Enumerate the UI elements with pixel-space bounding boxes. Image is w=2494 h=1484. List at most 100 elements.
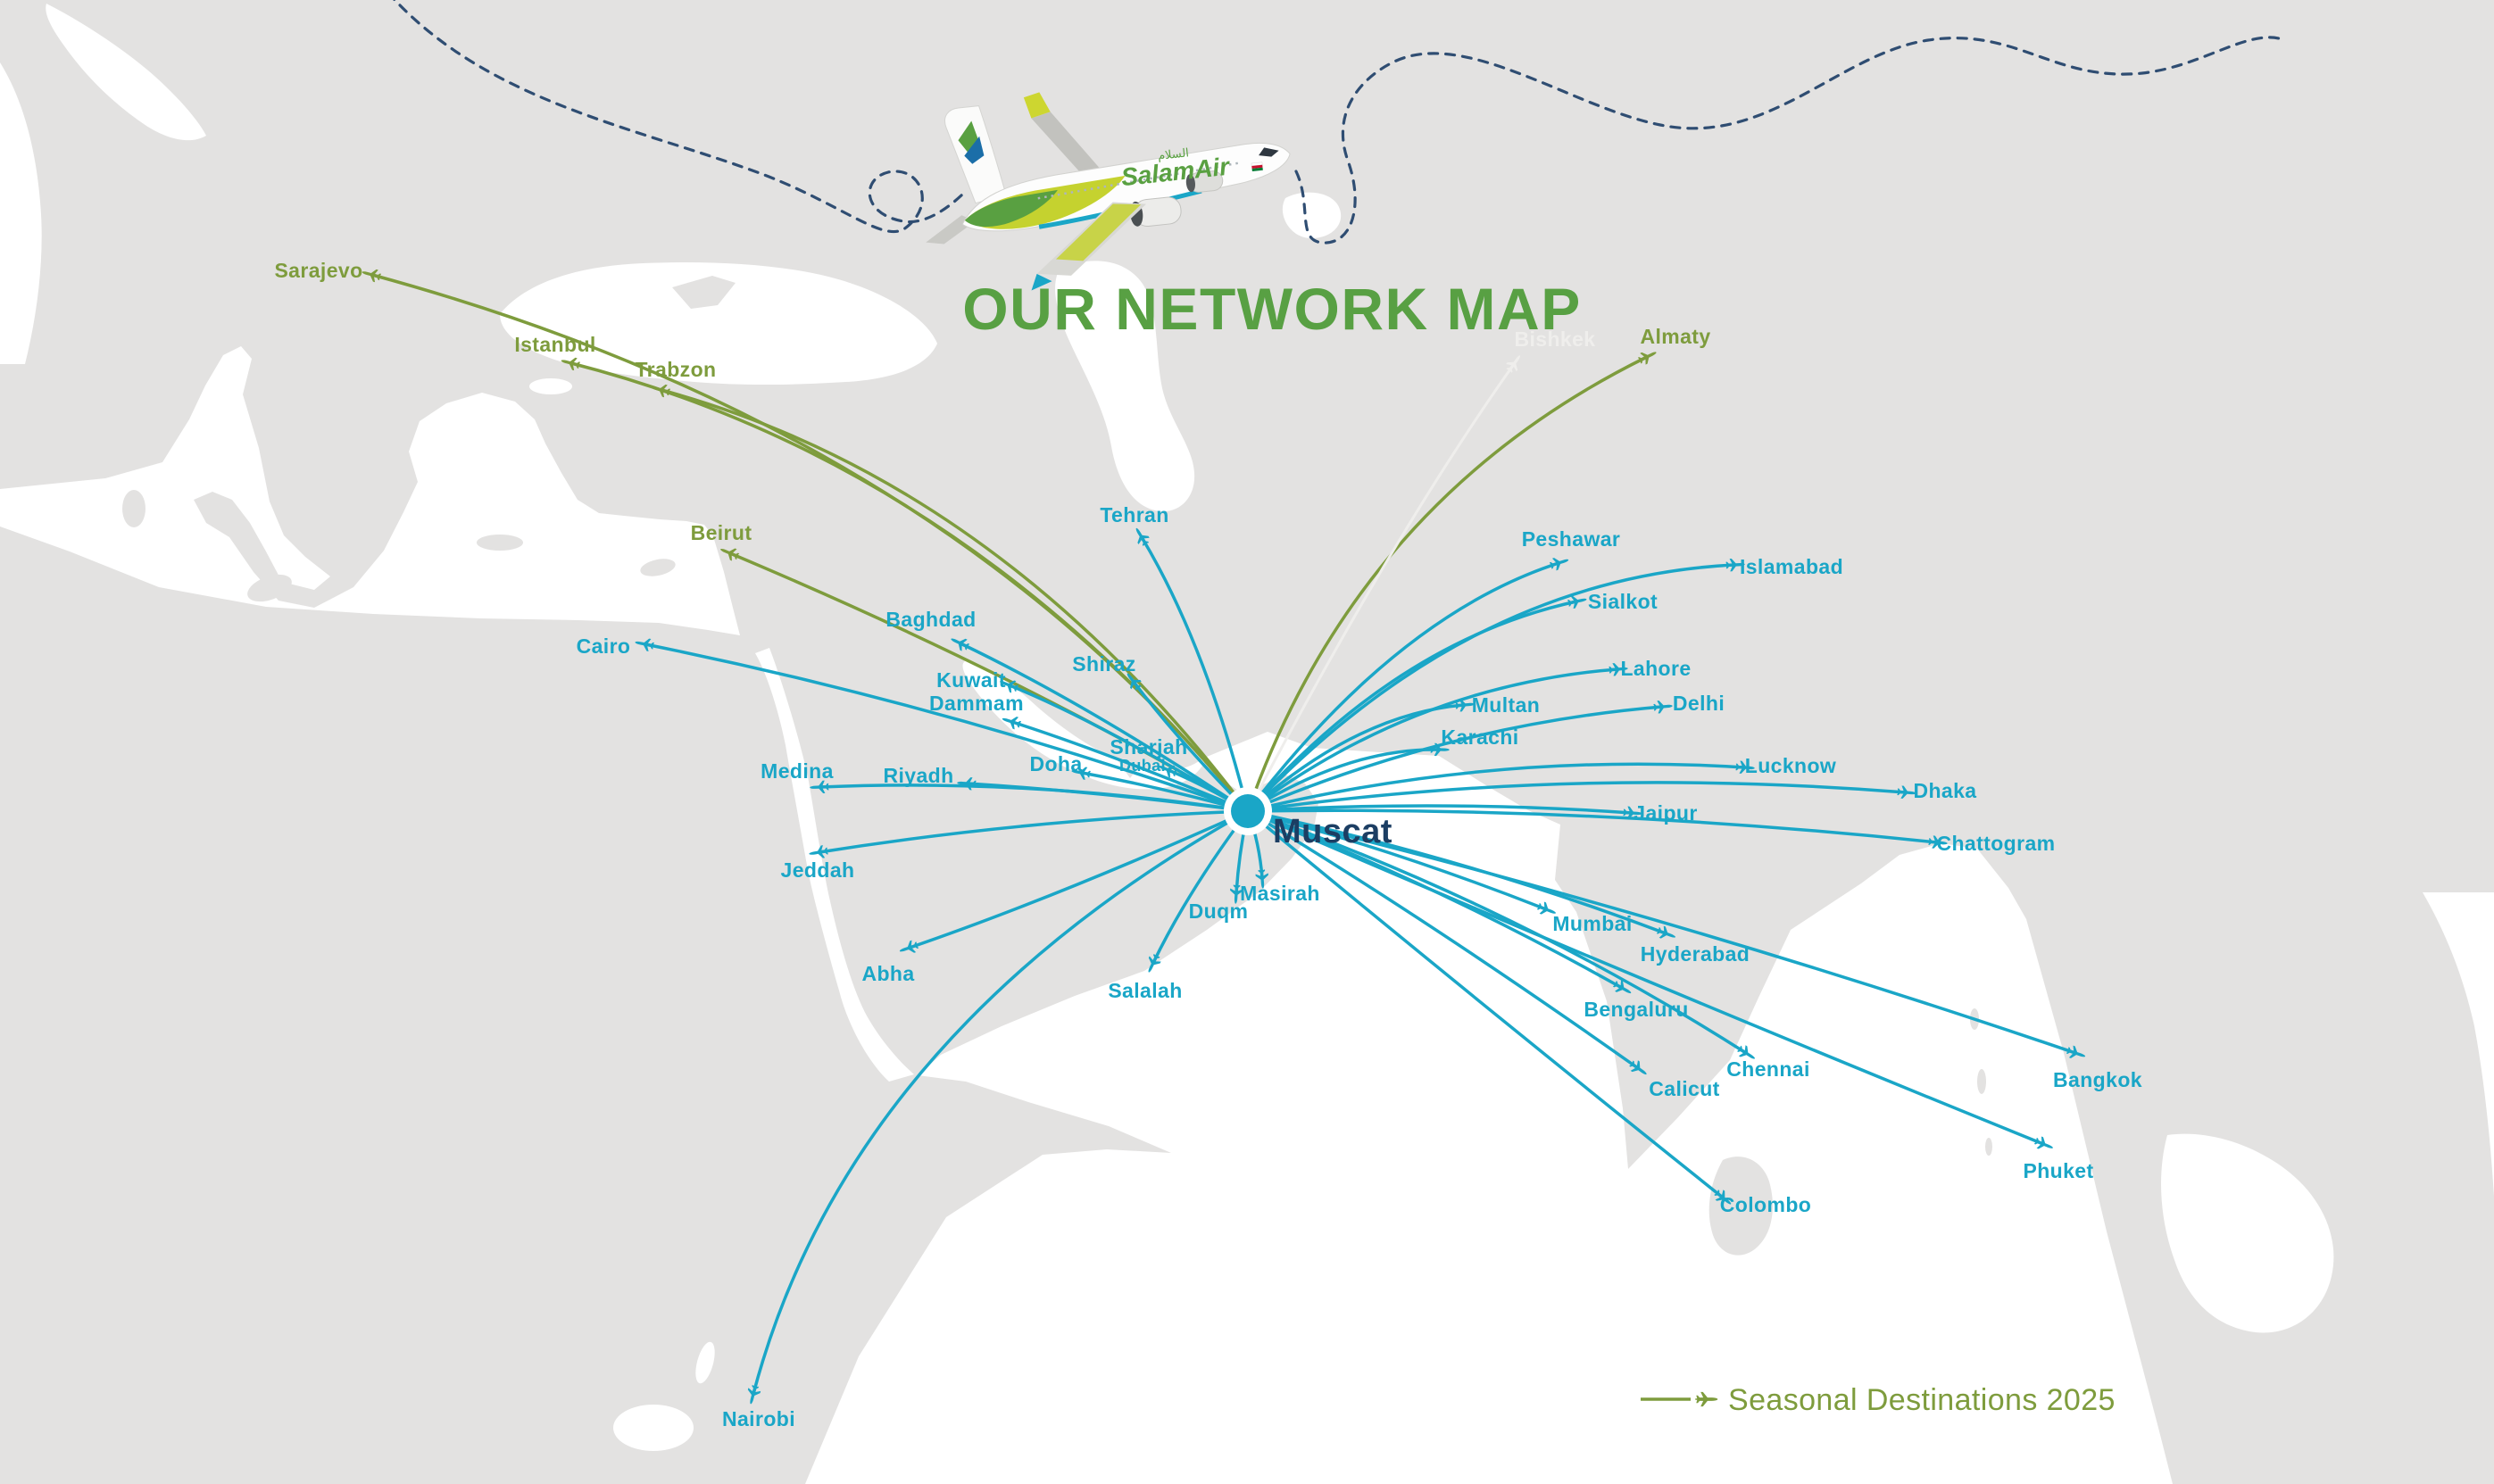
destination-label-salalah: Salalah [1108, 979, 1182, 1002]
plane-near-winglet [1031, 273, 1052, 291]
sea-arabian-sea-indian-ocean [805, 732, 2173, 1484]
plane-cockpit-windows [1259, 147, 1279, 157]
destination-label-dubai: Dubai [1119, 757, 1166, 775]
plane-icon-riyadh [957, 777, 977, 791]
plane-livery-green [964, 189, 1058, 228]
ghost-destination-bishkek: Bishkek [1246, 327, 1595, 813]
route-abha [908, 809, 1250, 949]
island-sicily [247, 574, 292, 602]
destination-label-kuwait: Kuwait [936, 668, 1006, 692]
plane-icon-hyderabad [1656, 925, 1676, 939]
destination-label-baghdad: Baghdad [885, 608, 976, 631]
legend-label: Seasonal Destinations 2025 [1728, 1383, 2116, 1417]
island-crete [477, 535, 523, 551]
plane-icon-baghdad [951, 638, 970, 651]
destination-label-trabzon: Trabzon [636, 358, 717, 381]
route-multan [1246, 703, 1466, 813]
destination-label-istanbul: Istanbul [514, 333, 595, 356]
route-calicut [1246, 809, 1640, 1070]
destination-label-colombo: Colombo [1720, 1193, 1811, 1216]
routes-layer [370, 273, 2077, 1396]
plane-icon-medina [810, 780, 830, 793]
plane-icon-salalah [1148, 953, 1161, 973]
route-sialkot [1246, 600, 1578, 813]
plane-engine-far-intake [1185, 174, 1195, 193]
destination-label-sialkot: Sialkot [1588, 590, 1658, 613]
plane-icon-chattogram [1927, 835, 1948, 849]
sea-mediterranean [0, 346, 740, 635]
plane-icon-duqm [1230, 883, 1243, 904]
destination-labels-layer: SarajevoIstanbulTrabzonBeirutAlmatyCairo… [274, 259, 2142, 1430]
destination-label-duqm: Duqm [1189, 900, 1249, 923]
destination-label-bangkok: Bangkok [2053, 1068, 2142, 1091]
route-peshawar [1246, 561, 1560, 813]
dashed-flight-trails [393, 0, 2287, 245]
destination-label-doha: Doha [1029, 752, 1082, 775]
destination-planes-layer [362, 269, 2086, 1405]
destination-label-phuket: Phuket [2023, 1159, 2093, 1182]
plane-icon-dubai [1159, 765, 1178, 778]
island-sumatra [2271, 1361, 2494, 1484]
destination-label-jeddah: Jeddah [781, 858, 855, 882]
destination-label-riyadh: Riyadh [883, 764, 953, 787]
legend-plane-icon [1695, 1391, 1718, 1407]
route-istanbul [569, 361, 1250, 813]
plane-icon-bengaluru [1612, 980, 1632, 994]
route-jaipur [1246, 804, 1634, 815]
destination-label-abha: Abha [861, 962, 914, 985]
plane-icon-tehran [1135, 527, 1150, 547]
plane-icon-chennai [1737, 1045, 1756, 1059]
plane-icon-sialkot [1567, 595, 1587, 609]
route-dammam [1010, 720, 1250, 813]
plane-icon-peshawar [1549, 558, 1569, 571]
route-medina [819, 783, 1250, 813]
plane-far-winglet [1023, 92, 1051, 119]
dashed-trail-right [1294, 36, 2287, 245]
route-bishkek [1246, 362, 1516, 813]
route-dhaka [1246, 781, 1908, 813]
plane-icon-mumbai [1536, 901, 1556, 915]
island-shapes [122, 276, 2494, 1484]
route-colombo [1246, 809, 1725, 1199]
route-almaty [1246, 355, 1649, 813]
sea-aral [1282, 192, 1342, 238]
plane-icon-doha [1071, 767, 1092, 780]
destination-label-jaipur: Jaipur [1634, 801, 1697, 825]
destination-label-chennai: Chennai [1726, 1057, 1810, 1081]
oman-flag-red [1251, 164, 1263, 169]
sea-baltic [46, 4, 206, 141]
plane-icon-sarajevo [362, 269, 382, 283]
sea-red-sea [755, 648, 914, 1082]
plane-icon-abha [899, 940, 919, 953]
plane-icon-lucknow [1734, 760, 1755, 774]
plane-icon-dammam [1002, 717, 1022, 730]
destination-label-peshawar: Peshawar [1522, 527, 1621, 551]
destination-label-sarajevo: Sarajevo [274, 259, 362, 282]
destination-label-medina: Medina [761, 759, 834, 783]
plane-icon-masirah [1255, 868, 1268, 889]
plane-icon-nairobi [747, 1384, 761, 1405]
destination-label-bengaluru: Bengaluru [1584, 998, 1688, 1021]
dashed-trail-left [393, 0, 964, 234]
tail-logo-blue [964, 136, 985, 164]
route-bangkok [1246, 809, 2077, 1055]
destination-label-mumbai: Mumbai [1552, 912, 1632, 935]
destination-label-karachi: Karachi [1441, 725, 1518, 749]
route-karachi [1246, 748, 1441, 813]
destination-label-lucknow: Lucknow [1745, 754, 1836, 777]
destination-label-chattogram: Chattogram [1936, 832, 2055, 855]
route-chattogram [1246, 808, 1939, 844]
oman-flag-green [1251, 167, 1263, 171]
route-trabzon [660, 388, 1250, 813]
destination-label-calicut: Calicut [1649, 1077, 1719, 1100]
lake-victoria [613, 1405, 694, 1451]
route-phuket [1246, 809, 2045, 1146]
destination-label-multan: Multan [1472, 693, 1541, 717]
plane-icon-bishkek [1506, 355, 1521, 373]
plane-icon-shiraz [1126, 673, 1142, 691]
plane-logo-arabic: السلام [1157, 145, 1189, 163]
sea-caspian [1055, 261, 1195, 512]
destination-label-sharjah: Sharjah [1110, 735, 1187, 759]
plane-icon-colombo [1714, 1190, 1732, 1205]
